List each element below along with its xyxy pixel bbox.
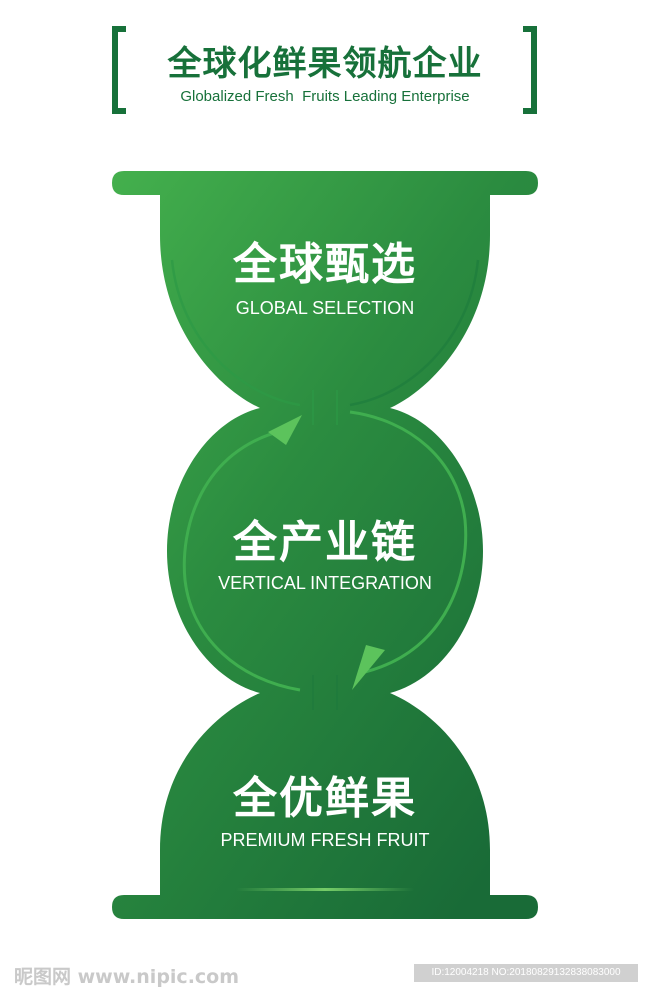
top-bowl-inner-line (170, 259, 301, 407)
cycle-arc-right (349, 410, 468, 674)
left-bracket (112, 26, 126, 114)
section-1-subtitle: GLOBAL SELECTION (235, 298, 415, 318)
cycle-arrow-bottom-icon (352, 645, 385, 690)
cycle-arrow-top-icon (268, 415, 302, 445)
section-2-title: 全产业链 (233, 517, 417, 568)
bottom-highlight-bar (236, 888, 414, 891)
watermark-site: 昵图网 www.nipic.com (14, 966, 240, 988)
hourglass-shape (112, 171, 538, 919)
header-subtitle: Globalized Fresh Fruits Leading Enterpri… (180, 88, 470, 105)
watermark-id: ID:12004218 NO:20180829132838083000 (414, 964, 638, 982)
top-bowl-inner-line-right (349, 259, 480, 407)
cycle-arc-left (182, 428, 301, 692)
section-3-title: 全优鲜果 (233, 773, 417, 824)
section-1-title: 全球甄选 (233, 239, 417, 290)
right-bracket (523, 26, 537, 114)
section-3-subtitle: PREMIUM FRESH FRUIT (220, 830, 430, 850)
section-2-subtitle: VERTICAL INTEGRATION (218, 573, 432, 593)
header-title: 全球化鲜果领航企业 (167, 44, 483, 84)
bottom-connector-tick (312, 675, 338, 710)
top-connector-tick (312, 390, 338, 425)
